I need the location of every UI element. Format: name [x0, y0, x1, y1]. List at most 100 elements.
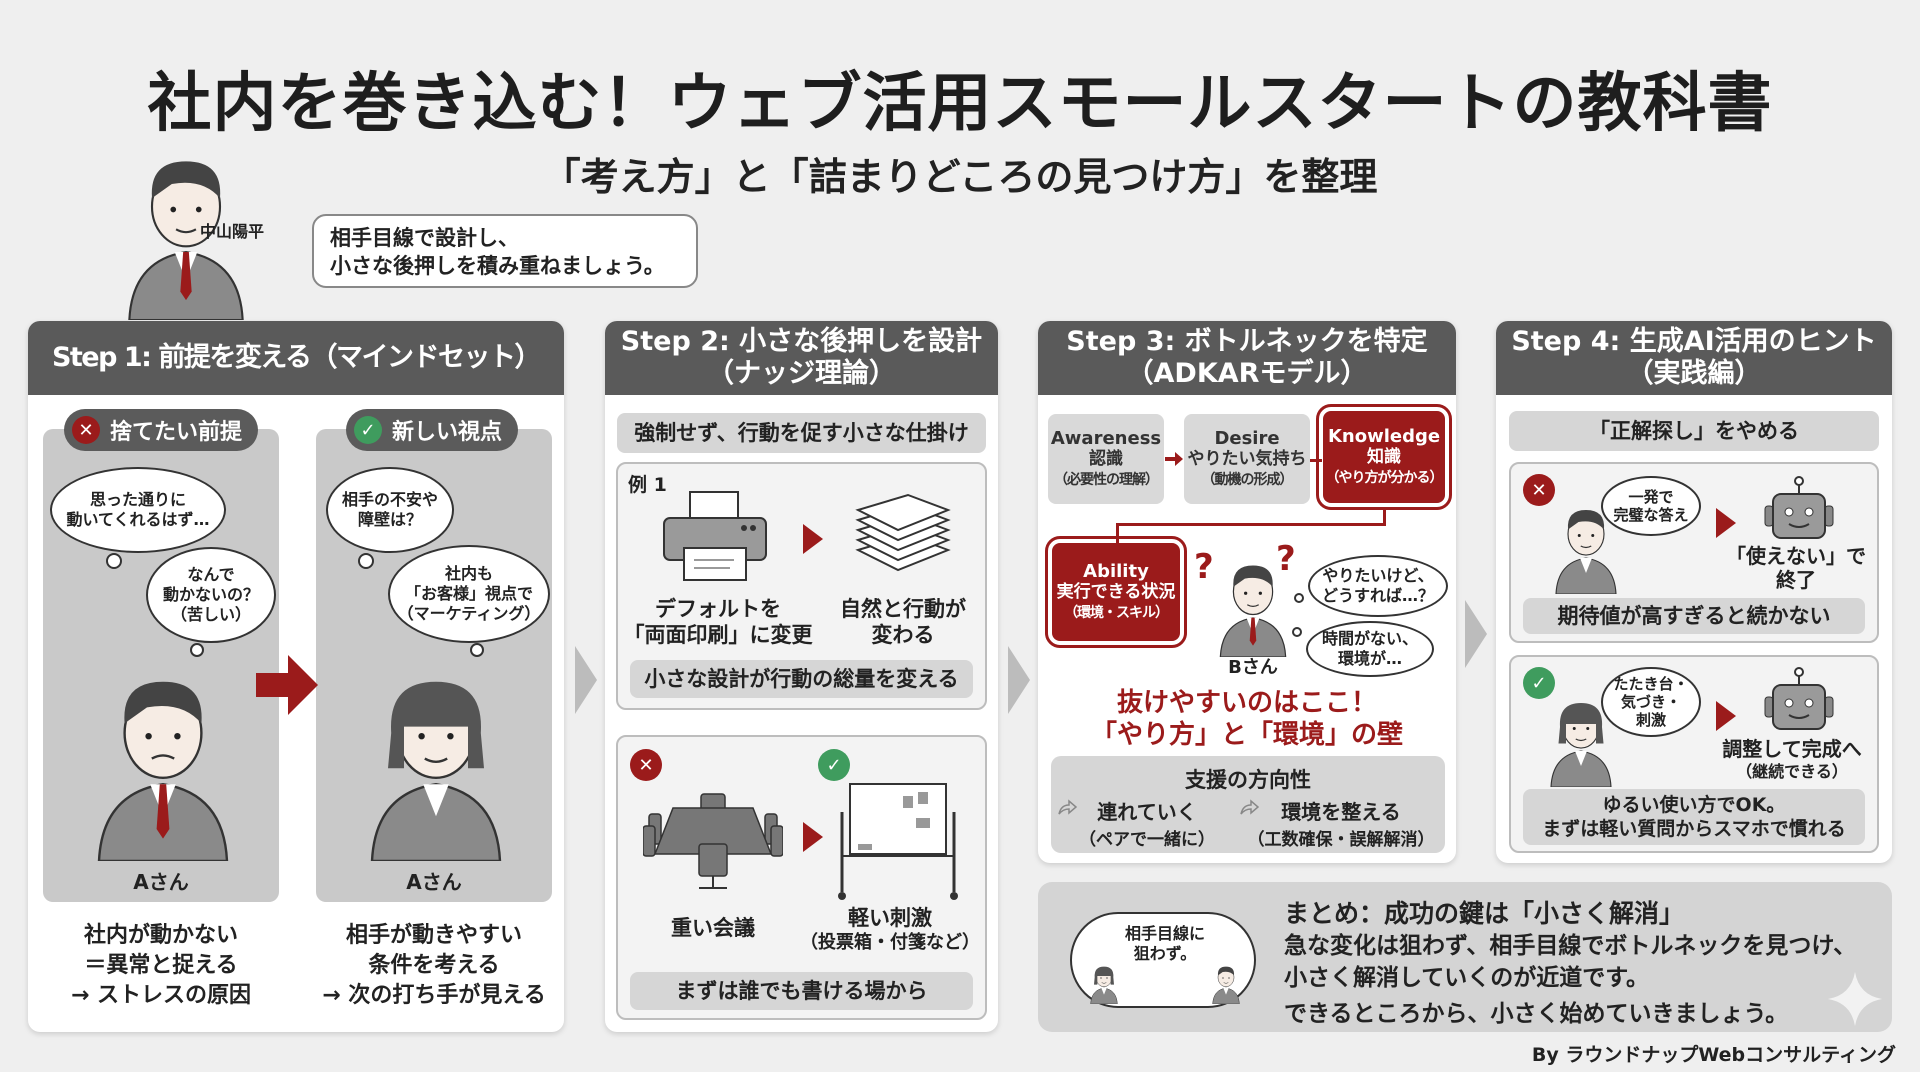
question-mark-icon: ? [1194, 547, 1214, 587]
person-label: Aさん [406, 870, 462, 894]
step1-header-text: Step 1: 前提を変える（マインドセット） [51, 342, 542, 373]
bad-result-caption: 「使えない」で終了 [1726, 544, 1866, 592]
old-assumption-label: ✕ 捨てたい前提 [64, 409, 259, 451]
page-title: 社内を巻き込む！ウェブ活用スモールスタートの教科書 [147, 67, 1773, 141]
arrow-right-icon [1165, 449, 1183, 469]
chevron-right-icon [575, 646, 597, 714]
x-icon: ✕ [630, 749, 662, 781]
new-view-label: ✓ 新しい視点 [346, 409, 519, 451]
man-icon [1208, 964, 1244, 1005]
thought-dot [358, 553, 374, 569]
good-result-caption: 調整して完成へ（継続できる） [1722, 737, 1862, 781]
red-arrow-icon [256, 655, 318, 719]
check-icon: ✓ [354, 416, 382, 444]
connector-line [1116, 523, 1119, 543]
question-mark-icon: ? [1276, 539, 1296, 579]
light-stimulus-caption: 軽い刺激（投票箱・付箋など） [800, 906, 980, 953]
presenter-speech-bubble: 相手目線で設計し、 小さな後押しを積み重ねましょう。 [312, 214, 698, 288]
x-icon: ✕ [1523, 474, 1555, 506]
thought-dot [1292, 627, 1302, 637]
thought-bubble: 社内も「お客様」視点で（マーケティング） [388, 545, 550, 643]
speech-line: 相手目線で設計し、 [330, 226, 519, 250]
x-icon: ✕ [72, 416, 100, 444]
play-arrow-icon [803, 524, 823, 554]
person-a-worried-illustration [83, 661, 243, 863]
play-arrow-icon [1716, 508, 1736, 538]
thought-bubble: 時間がない、環境が… [1306, 621, 1434, 677]
play-arrow-icon [803, 822, 823, 852]
summary-bubble-text: 相手目線に狙わず。 [1124, 924, 1205, 963]
support-item-environment: 環境を整える （工数確保・誤解解消） [1239, 796, 1443, 850]
speech-bubble: 一発で完璧な答え [1601, 476, 1701, 536]
woman-icon [1086, 964, 1122, 1005]
behavior-change-caption: 自然と行動が変わる [840, 597, 966, 647]
good-ai-usage-box: ✓ たたき台・気づき・刺激 調整して完成へ（継続できる） ゆるい使い方でOK。ま… [1509, 655, 1879, 853]
summary-body: 急な変化は狙わず、相手目線でボトルネックを見つけ、小さく解消していくのが近道です… [1284, 933, 1857, 1027]
old-assumption-caption: 社内が動かない＝異常と捉える→ ストレスの原因 [70, 923, 252, 1008]
presenter-illustration [86, 150, 286, 322]
step4-header: Step 4: 生成AI活用のヒント（実践編） [1496, 321, 1892, 395]
robot-icon [1759, 476, 1839, 550]
whiteboard-icon [838, 782, 958, 906]
support-title: 支援の方向性 [1185, 768, 1311, 792]
bad-conclusion: 期待値が高すぎると続かない [1523, 598, 1865, 634]
presenter-name: 中山陽平 [200, 222, 265, 241]
summary-box: 相手目線に狙わず。 まとめ：成功の鍵は「小さく解消」 急な変化は狙わず、相手目線… [1038, 882, 1892, 1032]
thought-dot [190, 643, 204, 657]
printer-icon [660, 490, 770, 586]
person-label: Bさん [1228, 657, 1278, 678]
meeting-table-icon [642, 792, 784, 896]
robot-icon [1759, 667, 1839, 741]
credit: By ラウンドナップWebコンサルティング [1531, 1044, 1896, 1066]
chevron-right-icon [1465, 600, 1487, 668]
check-icon: ✓ [818, 749, 850, 781]
person-b-thinking-illustration [1208, 559, 1298, 658]
step2-panel: Step 2: 小さな後押しを設計（ナッジ理論） 強制せず、行動を促す小さな仕掛… [605, 321, 998, 1032]
thought-dot [470, 643, 484, 657]
thought-bubble: 思った通りに動いてくれるはず… [50, 467, 226, 553]
person-with-phone-illustration [1541, 697, 1621, 788]
heavy-meeting-caption: 重い会議 [671, 916, 755, 940]
label-text: 新しい視点 [392, 420, 503, 445]
label-text: 捨てたい前提 [110, 420, 243, 445]
connector-line [1383, 507, 1386, 525]
share-arrow-icon [1239, 798, 1260, 818]
thought-bubble: 相手の不安や障壁は？ [326, 467, 454, 553]
person-illustration [1546, 504, 1626, 595]
thought-bubble: やりたいけど、どうすれば…？ [1308, 555, 1448, 617]
thought-dot [106, 553, 122, 569]
person-label: Aさん [133, 870, 189, 894]
bottleneck-highlight: 抜けやすいのはここ！「やり方」と「環境」の壁 [1090, 688, 1403, 750]
step1-header: Step 1: 前提を変える（マインドセット） [28, 321, 564, 395]
chevron-right-icon [1008, 646, 1030, 714]
sparkle-icon [1828, 972, 1882, 1026]
step2-header: Step 2: 小さな後押しを設計（ナッジ理論） [605, 321, 998, 395]
page-subtitle: 「考え方」と「詰まりどころの見つけ方」を整理 [542, 155, 1378, 199]
connector-line [1116, 523, 1386, 526]
step4-panel: Step 4: 生成AI活用のヒント（実践編） 「正解探し」をやめる ✕ 一発で… [1496, 321, 1892, 863]
paper-stack-icon [853, 490, 953, 584]
example-conclusion: 小さな設計が行動の総量を変える [630, 660, 973, 698]
summary-title: まとめ：成功の鍵は「小さく解消」 [1284, 899, 1685, 928]
thought-dot [1294, 593, 1304, 603]
meeting-example-box: ✕ ✓ 重い会議 軽い刺激（投票箱・付箋など） まずは誰でも書ける場から [616, 735, 987, 1020]
play-arrow-icon [1716, 701, 1736, 731]
person-a-thinking-illustration [356, 661, 516, 863]
step3-header: Step 3: ボトルネックを特定（ADKARモデル） [1038, 321, 1456, 395]
speech-bubble: たたき台・気づき・刺激 [1601, 667, 1701, 737]
step2-lead: 強制せず、行動を促す小さな仕掛け [617, 413, 986, 453]
speech-line: 小さな後押しを積み重ねましょう。 [330, 254, 665, 278]
support-direction-box: 支援の方向性 連れていく （ペアで一緒に） 環境を整える （工数確保・誤解解消） [1051, 756, 1445, 853]
connector-line [1310, 459, 1322, 462]
nudge-example-box: 例 1 デフォルトを「両面印刷」に変更 自然と行動が変わる 小さな設計が行動の総… [616, 462, 987, 710]
support-item-pair: 連れていく （ペアで一緒に） [1057, 796, 1237, 850]
summary-bubble: 相手目線に狙わず。 [1070, 912, 1256, 1008]
thought-bubble: なんで動かないの？（苦しい） [146, 547, 276, 643]
step4-lead: 「正解探し」をやめる [1509, 411, 1879, 451]
bad-ai-usage-box: ✕ 一発で完璧な答え 「使えない」で終了 期待値が高すぎると続かない [1509, 462, 1879, 643]
